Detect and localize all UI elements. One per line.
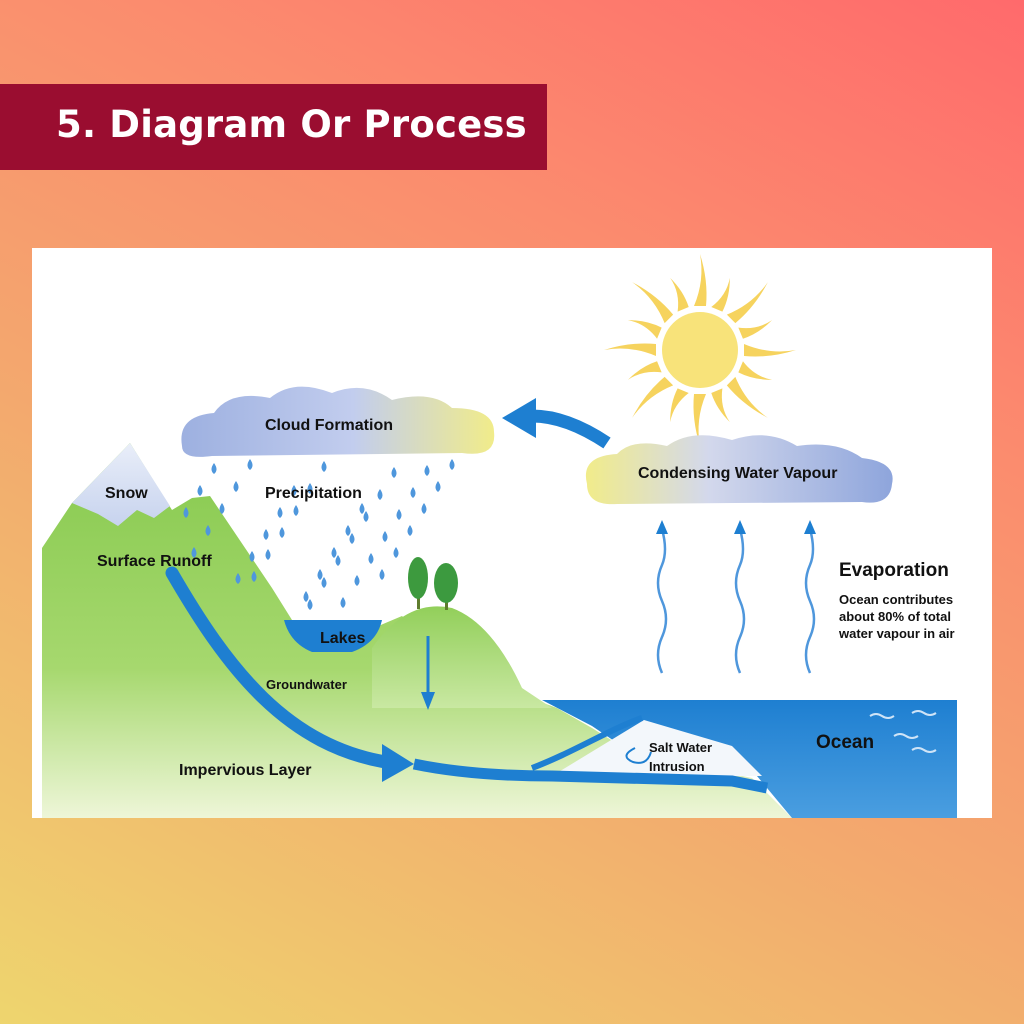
tree-icon: [408, 557, 458, 610]
infiltration-arrowhead: [421, 692, 435, 710]
sun-ray: [744, 344, 796, 357]
diagram-illustration: [42, 254, 957, 818]
label-precipitation: Precipitation: [265, 485, 362, 502]
raindrop: [435, 481, 441, 492]
raindrop: [235, 573, 241, 584]
intrusion-flow: [530, 715, 643, 771]
groundwater-arrow: [165, 566, 399, 770]
water-cycle-diagram: Cloud Formation Precipitation Snow Surfa…: [32, 248, 992, 818]
raindrop: [205, 525, 211, 536]
raindrop: [263, 529, 269, 540]
raindrop: [359, 503, 365, 514]
label-ocean: Ocean: [816, 732, 875, 753]
raindrop: [307, 483, 313, 494]
sun-ray: [632, 376, 674, 418]
raindrop: [449, 459, 455, 470]
sun-ray: [694, 254, 707, 306]
raindrop: [249, 551, 255, 562]
wave-icon: [869, 710, 937, 753]
sun-ray: [711, 277, 730, 312]
sun-ray: [738, 361, 773, 380]
raindrop: [393, 547, 399, 558]
sun-ray: [738, 320, 773, 339]
raindrop: [410, 487, 416, 498]
raindrop: [277, 507, 283, 518]
raindrop-icon: [183, 459, 455, 610]
label-evaporation: Evaporation: [839, 560, 949, 581]
raindrop: [363, 511, 369, 522]
raindrop: [377, 489, 383, 500]
raindrop: [340, 597, 346, 608]
raindrop: [279, 527, 285, 538]
sun-ray: [693, 394, 706, 446]
hill: [372, 606, 552, 708]
label-snow: Snow: [105, 485, 148, 502]
raindrop: [191, 547, 197, 558]
label-cloud-formation: Cloud Formation: [265, 417, 393, 434]
salt-water-wedge: [552, 720, 762, 776]
sun-ray: [670, 388, 689, 423]
raindrop: [382, 531, 388, 542]
arrow-icon: [656, 520, 816, 534]
evaporation-arrows: [656, 528, 816, 674]
raindrop: [197, 485, 203, 496]
raindrop: [219, 503, 225, 514]
label-condensing-water-vapour: Condensing Water Vapour: [638, 465, 838, 482]
raindrop: [321, 577, 327, 588]
raindrop: [354, 575, 360, 586]
raindrop: [233, 481, 239, 492]
sun-ray: [632, 282, 674, 324]
raindrop: [391, 467, 397, 478]
lake: [284, 620, 382, 652]
sun-ray: [604, 343, 656, 356]
raindrop: [265, 549, 271, 560]
raindrop: [317, 569, 323, 580]
label-evaporation-note: Ocean contributes about 80% of total wat…: [839, 592, 955, 641]
snow-cap: [72, 443, 170, 526]
sun-icon: [604, 254, 796, 446]
page-title: 5. Diagram Or Process: [56, 103, 527, 146]
sun-ray: [711, 388, 730, 423]
title-banner: 5. Diagram Or Process: [0, 84, 547, 170]
raindrop: [321, 461, 327, 472]
sun-core: [662, 312, 738, 388]
sun-ray: [670, 277, 689, 312]
raindrop: [421, 503, 427, 514]
raindrop: [331, 547, 337, 558]
raindrop: [368, 553, 374, 564]
raindrop: [396, 509, 402, 520]
sun-ray: [627, 361, 662, 380]
label-salt-water-intrusion: Salt Water Intrusion: [649, 740, 713, 774]
label-groundwater: Groundwater: [266, 677, 347, 692]
sun-ray: [726, 376, 768, 418]
raindrop: [407, 525, 413, 536]
label-lakes: Lakes: [320, 630, 366, 647]
vapour-to-cloud-arrowhead: [502, 398, 536, 438]
raindrop: [307, 599, 313, 610]
raindrop: [247, 459, 253, 470]
label-impervious-layer: Impervious Layer: [179, 762, 312, 779]
raindrop: [183, 507, 189, 518]
raindrop: [345, 525, 351, 536]
raindrop: [291, 485, 297, 496]
raindrop: [293, 505, 299, 516]
raindrop: [424, 465, 430, 476]
groundwater-arrowhead: [382, 744, 414, 782]
raindrop: [335, 555, 341, 566]
raindrop: [303, 591, 309, 602]
impervious-flow: [412, 758, 769, 794]
raindrop: [379, 569, 385, 580]
cloud-icon: [585, 435, 893, 505]
raindrop: [211, 463, 217, 474]
label-surface-runoff: Surface Runoff: [97, 553, 212, 570]
sun-ray: [627, 320, 662, 339]
raindrop: [251, 571, 257, 582]
sun-ray: [726, 282, 768, 324]
cloud-icon: [181, 386, 495, 457]
raindrop: [349, 533, 355, 544]
vapour-to-cloud-arrow: [531, 409, 611, 449]
intrusion-curl-icon: [625, 747, 652, 764]
